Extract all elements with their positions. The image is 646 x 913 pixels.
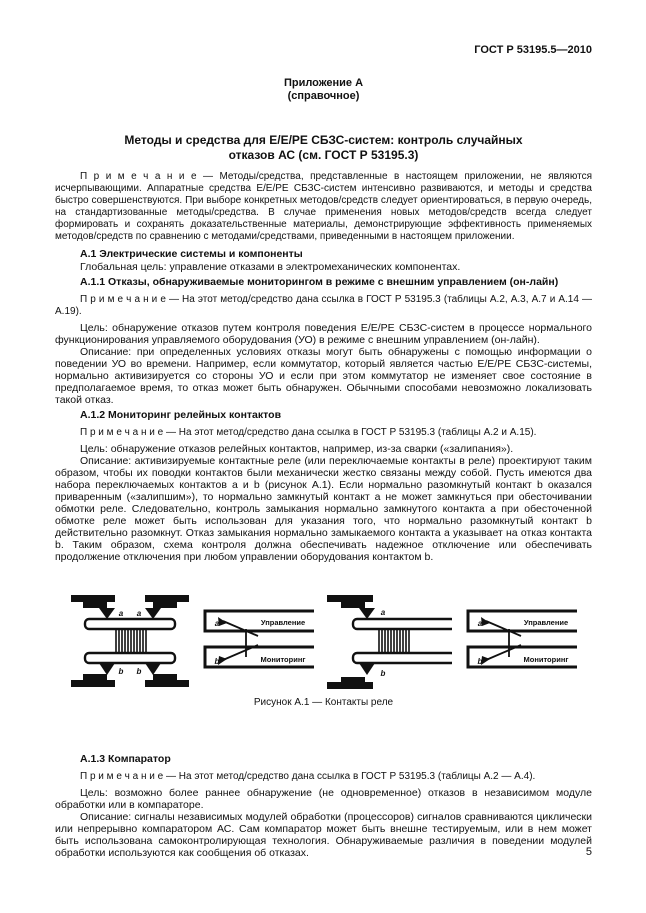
section-a1-goal: Глобальная цель: управление отказами в э… — [80, 261, 461, 273]
relay-schematic-left: Управление a Мониторинг b — [202, 605, 314, 677]
contact-b-label: b — [477, 657, 482, 666]
monitoring-wire-label: Мониторинг — [260, 655, 305, 664]
section-a11-note: П р и м е ч а н и е — На этот метод/сред… — [55, 294, 592, 317]
figure-a1: a a b b Управление a — [55, 593, 592, 689]
relay-schematic-icon: Управление a Мониторинг b — [466, 609, 577, 669]
control-wire-label: Управление — [523, 618, 567, 627]
intro-note-paragraph: П р и м е ч а н и е — Методы/средства, п… — [55, 171, 592, 242]
relay-single-contacts-diagram: a b — [326, 593, 452, 689]
page-number: 5 — [585, 846, 592, 858]
section-a13-description: Описание: сигналы независимых модулей об… — [55, 811, 592, 859]
section-a11-goal: Цель: обнаружение отказов путем контроля… — [55, 322, 592, 346]
contact-a-label: a — [380, 608, 385, 617]
section-heading-a12: А.1.2 Мониторинг релейных контактов — [80, 409, 282, 421]
relay-schematic-icon: Управление a Мониторинг b — [203, 609, 314, 669]
control-wire-label: Управление — [260, 618, 304, 627]
relay-single-contacts-icon: a b — [326, 595, 452, 689]
section-heading-a1: А.1 Электрические системы и компоненты — [80, 248, 303, 260]
section-heading-a11: А.1.1 Отказы, обнаруживаемые мониторинго… — [80, 276, 559, 288]
page-title-line1: Методы и средства для Е/Е/РЕ СБЗС-систем… — [124, 133, 523, 147]
contact-b-label: b — [136, 667, 141, 676]
contact-b-label: b — [118, 667, 123, 676]
monitoring-wire-label: Мониторинг — [523, 655, 568, 664]
contact-a-label: a — [214, 619, 219, 628]
doc-reference: ГОСТ Р 53195.5—2010 — [474, 44, 592, 56]
contact-a-label: a — [118, 609, 123, 618]
section-a13-note: П р и м е ч а н и е — На этот метод/сред… — [80, 771, 536, 782]
section-a11-description: Описание: при определенных условиях отка… — [55, 346, 592, 406]
appendix-label: Приложение А — [283, 77, 364, 89]
section-a13-goal: Цель: возможно более раннее обнаружение … — [55, 787, 592, 811]
page-title-line2: отказов АС (см. ГОСТ Р 53195.3) — [228, 148, 419, 162]
page-title: Методы и средства для Е/Е/РЕ СБЗС-систем… — [55, 133, 592, 163]
contact-a-label: a — [477, 619, 482, 628]
relay-schematic-right: Управление a Мониторинг b — [465, 605, 577, 677]
relay-double-contacts-diagram: a a b b — [70, 593, 189, 689]
relay-double-contacts-icon: a a b b — [70, 595, 189, 687]
contact-b-label: b — [214, 657, 219, 666]
section-a12-note: П р и м е ч а н и е — На этот метод/сред… — [80, 427, 537, 438]
contact-b-label: b — [380, 669, 385, 678]
section-a12-description: Описание: активизируемые контактные реле… — [55, 455, 592, 563]
section-heading-a13: А.1.3 Компаратор — [80, 753, 171, 765]
figure-caption: Рисунок А.1 — Контакты реле — [253, 697, 394, 708]
appendix-sublabel: (справочное) — [287, 90, 360, 102]
contact-a-label: a — [136, 609, 141, 618]
section-a12-goal: Цель: обнаружение отказов релейных конта… — [80, 443, 514, 455]
